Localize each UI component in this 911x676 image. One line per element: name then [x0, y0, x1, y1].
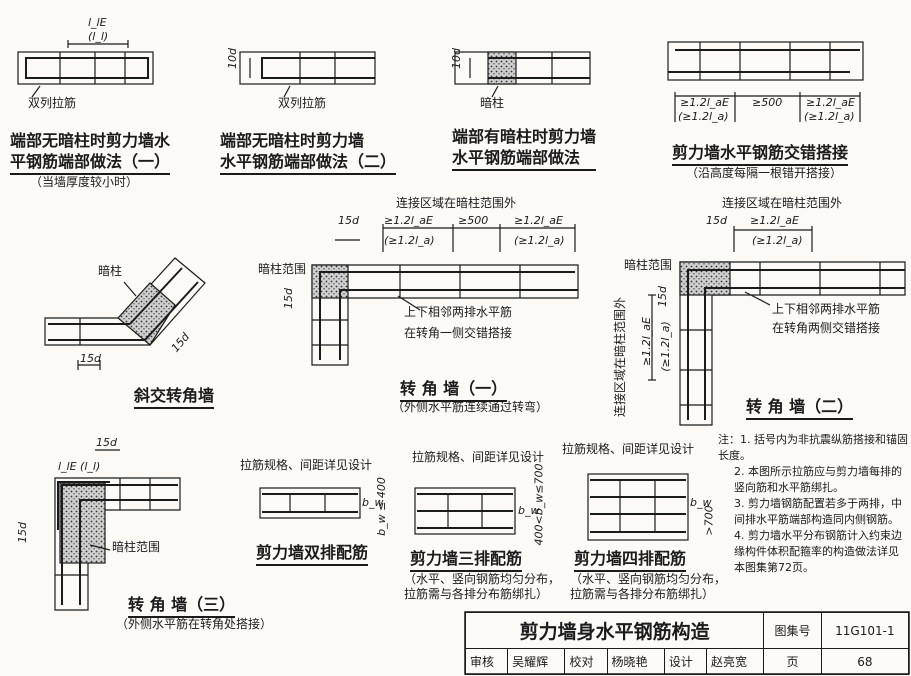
atlas-number: 11G101-1 [820, 612, 910, 649]
tie-label-2: 双列拉筋 [278, 96, 327, 110]
corner1-note1: 上下相邻两排水平筋 [404, 305, 513, 319]
corner3-col-label: 暗柱范围 [112, 540, 161, 554]
sub-end-detail-1: （当墙厚度较小时） [30, 175, 139, 189]
note-4: 4. 剪力墙水平分布钢筋计入约束边缘构件体积配箍率的构造做法详见本图集第72页。 [734, 529, 902, 574]
corner2-vert-note: 连接区域在暗柱范围外 [613, 296, 628, 418]
corner3-d15: 15d [96, 436, 117, 449]
corner-wall-3-drawing [54, 449, 181, 611]
corner2-note2: 在转角两侧交错搭接 [772, 321, 881, 335]
caption-corner2: 转 角 墙（二） [746, 396, 854, 420]
corner1-b1: (≥1.2l_a) [384, 234, 435, 247]
caption-lap-splice: 剪力墙水平钢筋交错搭接 [672, 142, 849, 166]
caption-end-detail-3: 端部有暗柱时剪力墙 水平钢筋端部做法 [452, 126, 597, 171]
corner1-col-label: 暗柱范围 [258, 262, 307, 276]
corner2-v1: ≥1.2l_aE [639, 317, 653, 366]
lap-dim-3b: (≥1.2l_a) [804, 110, 855, 123]
note-2: 2. 本图所示拉筋应与剪力墙每排的竖向筋和水平筋绑扎。 [734, 465, 902, 494]
caption-end-detail-1: 端部无暗柱时剪力墙水 平钢筋端部做法（一） [10, 130, 171, 175]
sub-lap-splice: （沿高度每隔一根错开搭接） [686, 166, 843, 180]
corner1-d15: 15d [338, 214, 359, 227]
check-label: 校对 [564, 648, 608, 675]
lap-dim-2: ≥500 [752, 96, 783, 109]
corner2-top-note: 连接区域在暗柱范围外 [722, 196, 843, 210]
lap-dim-1b: (≥1.2l_a) [678, 110, 729, 123]
corner1-a2: ≥500 [458, 214, 489, 227]
corner1-top-note: 连接区域在暗柱范围外 [396, 196, 517, 210]
corner2-b1: (≥1.2l_a) [752, 234, 803, 247]
note-3: 3. 剪力墙钢筋配置若多于两排，中间排水平筋端部构造同内侧钢筋。 [734, 497, 902, 526]
corner3-d15b: 15d [15, 522, 29, 543]
wall-end-detail-1 [17, 40, 154, 98]
review-label: 审核 [464, 648, 509, 675]
reviewer-name: 吴耀辉 [507, 648, 566, 675]
lap-splice-detail [667, 41, 864, 122]
notes-block: 注：1. 括号内为非抗震纵筋搭接和锚固长度。 2. 本图所示拉筋应与剪力墙每排的… [718, 432, 908, 576]
wall-end-detail-3 [454, 51, 591, 98]
corner1-b3: (≥1.2l_a) [514, 234, 565, 247]
triple-sub1: （水平、竖向钢筋均匀分布， [404, 572, 561, 586]
oblique-col-label: 暗柱 [98, 264, 123, 278]
sub-corner3: （外侧水平筋在转角处搭接） [116, 617, 273, 631]
sub-corner1: （外侧水平筋连续通过转弯） [392, 400, 549, 414]
double-cond: b_w ≤ 400 [374, 477, 388, 536]
corner1-d15b: 15d [281, 288, 295, 309]
quad-top-note: 拉筋规格、间距详见设计 [562, 442, 695, 456]
corner2-v2: (≥1.2l_a) [658, 321, 672, 372]
triple-sub2: 拉筋需与各排分布筋绑扎） [404, 587, 549, 601]
triple-cond: 400<b_w≤700 [532, 463, 546, 546]
note-1: 1. 括号内为非抗震纵筋搭接和锚固长度。 [718, 433, 908, 462]
drawing-title: 剪力墙身水平钢筋构造 [464, 612, 765, 649]
corner2-note1: 上下相邻两排水平筋 [772, 302, 881, 316]
corner2-col-label: 暗柱范围 [624, 258, 673, 272]
title-block: 剪力墙身水平钢筋构造 图集号 11G101-1 审核 吴耀辉 校对 杨晓艳 设计… [464, 612, 910, 675]
designer-name: 赵亮宽 [705, 648, 765, 675]
oblique-corner-drawing [44, 257, 206, 370]
corner-wall-1-drawing [311, 224, 579, 366]
dim-10d-3: 10d [449, 48, 463, 69]
triple-top-note: 拉筋规格、间距详见设计 [412, 450, 545, 464]
double-layer-drawing [259, 487, 361, 519]
caption-corner1: 转 角 墙（一） [400, 378, 508, 402]
atlas-label: 图集号 [763, 612, 822, 649]
triple-bw: b_w [518, 504, 540, 517]
lap-dim-1: ≥1.2l_aE [680, 96, 729, 109]
caption-triple: 剪力墙三排配筋 [410, 548, 523, 572]
wall-end-detail-2 [239, 51, 376, 98]
corner-wall-2-drawing [648, 226, 906, 426]
design-label: 设计 [663, 648, 707, 675]
caption-end-detail-2: 端部无暗柱时剪力墙 水平钢筋端部做法（二） [220, 130, 397, 175]
triple-layer-drawing [414, 487, 516, 535]
col-label-3: 暗柱 [480, 96, 505, 110]
tie-label-1: 双列拉筋 [28, 96, 77, 110]
quad-sub2: 拉筋需与各排分布筋绑扎） [570, 587, 715, 601]
quad-layer-drawing [587, 473, 689, 541]
lap-length-nonseismic-label: (l_l) [88, 30, 109, 43]
corner1-a1: ≥1.2l_aE [384, 214, 433, 227]
page-label: 页 [763, 648, 822, 675]
corner1-a3: ≥1.2l_aE [514, 214, 563, 227]
dim-10d-2: 10d [225, 48, 239, 69]
caption-oblique: 斜交转角墙 [134, 385, 215, 409]
caption-double: 剪力墙双排配筋 [256, 542, 369, 566]
quad-cond: >700 [702, 505, 716, 536]
oblique-dim-1: 15d [80, 352, 101, 365]
corner1-note2: 在转角一侧交错搭接 [404, 326, 513, 340]
double-top-note: 拉筋规格、间距详见设计 [240, 458, 373, 472]
quad-sub1: （水平、竖向钢筋均匀分布， [570, 572, 727, 586]
caption-quad: 剪力墙四排配筋 [574, 548, 687, 572]
checker-name: 杨晓艳 [606, 648, 665, 675]
notes-head: 注： [718, 433, 740, 446]
corner2-d15b: 15d [655, 286, 669, 307]
double-bw: b_w [362, 496, 384, 509]
lap-dim-3: ≥1.2l_aE [806, 96, 855, 109]
corner2-d15: 15d [706, 214, 727, 227]
page-number: 68 [820, 648, 910, 675]
quad-bw: b_w [690, 496, 712, 509]
caption-corner3: 转 角 墙（三） [128, 594, 236, 618]
lap-length-label: l_lE [88, 16, 107, 29]
corner3-lap: l_lE (l_l) [58, 460, 101, 473]
corner2-a1: ≥1.2l_aE [750, 214, 799, 227]
